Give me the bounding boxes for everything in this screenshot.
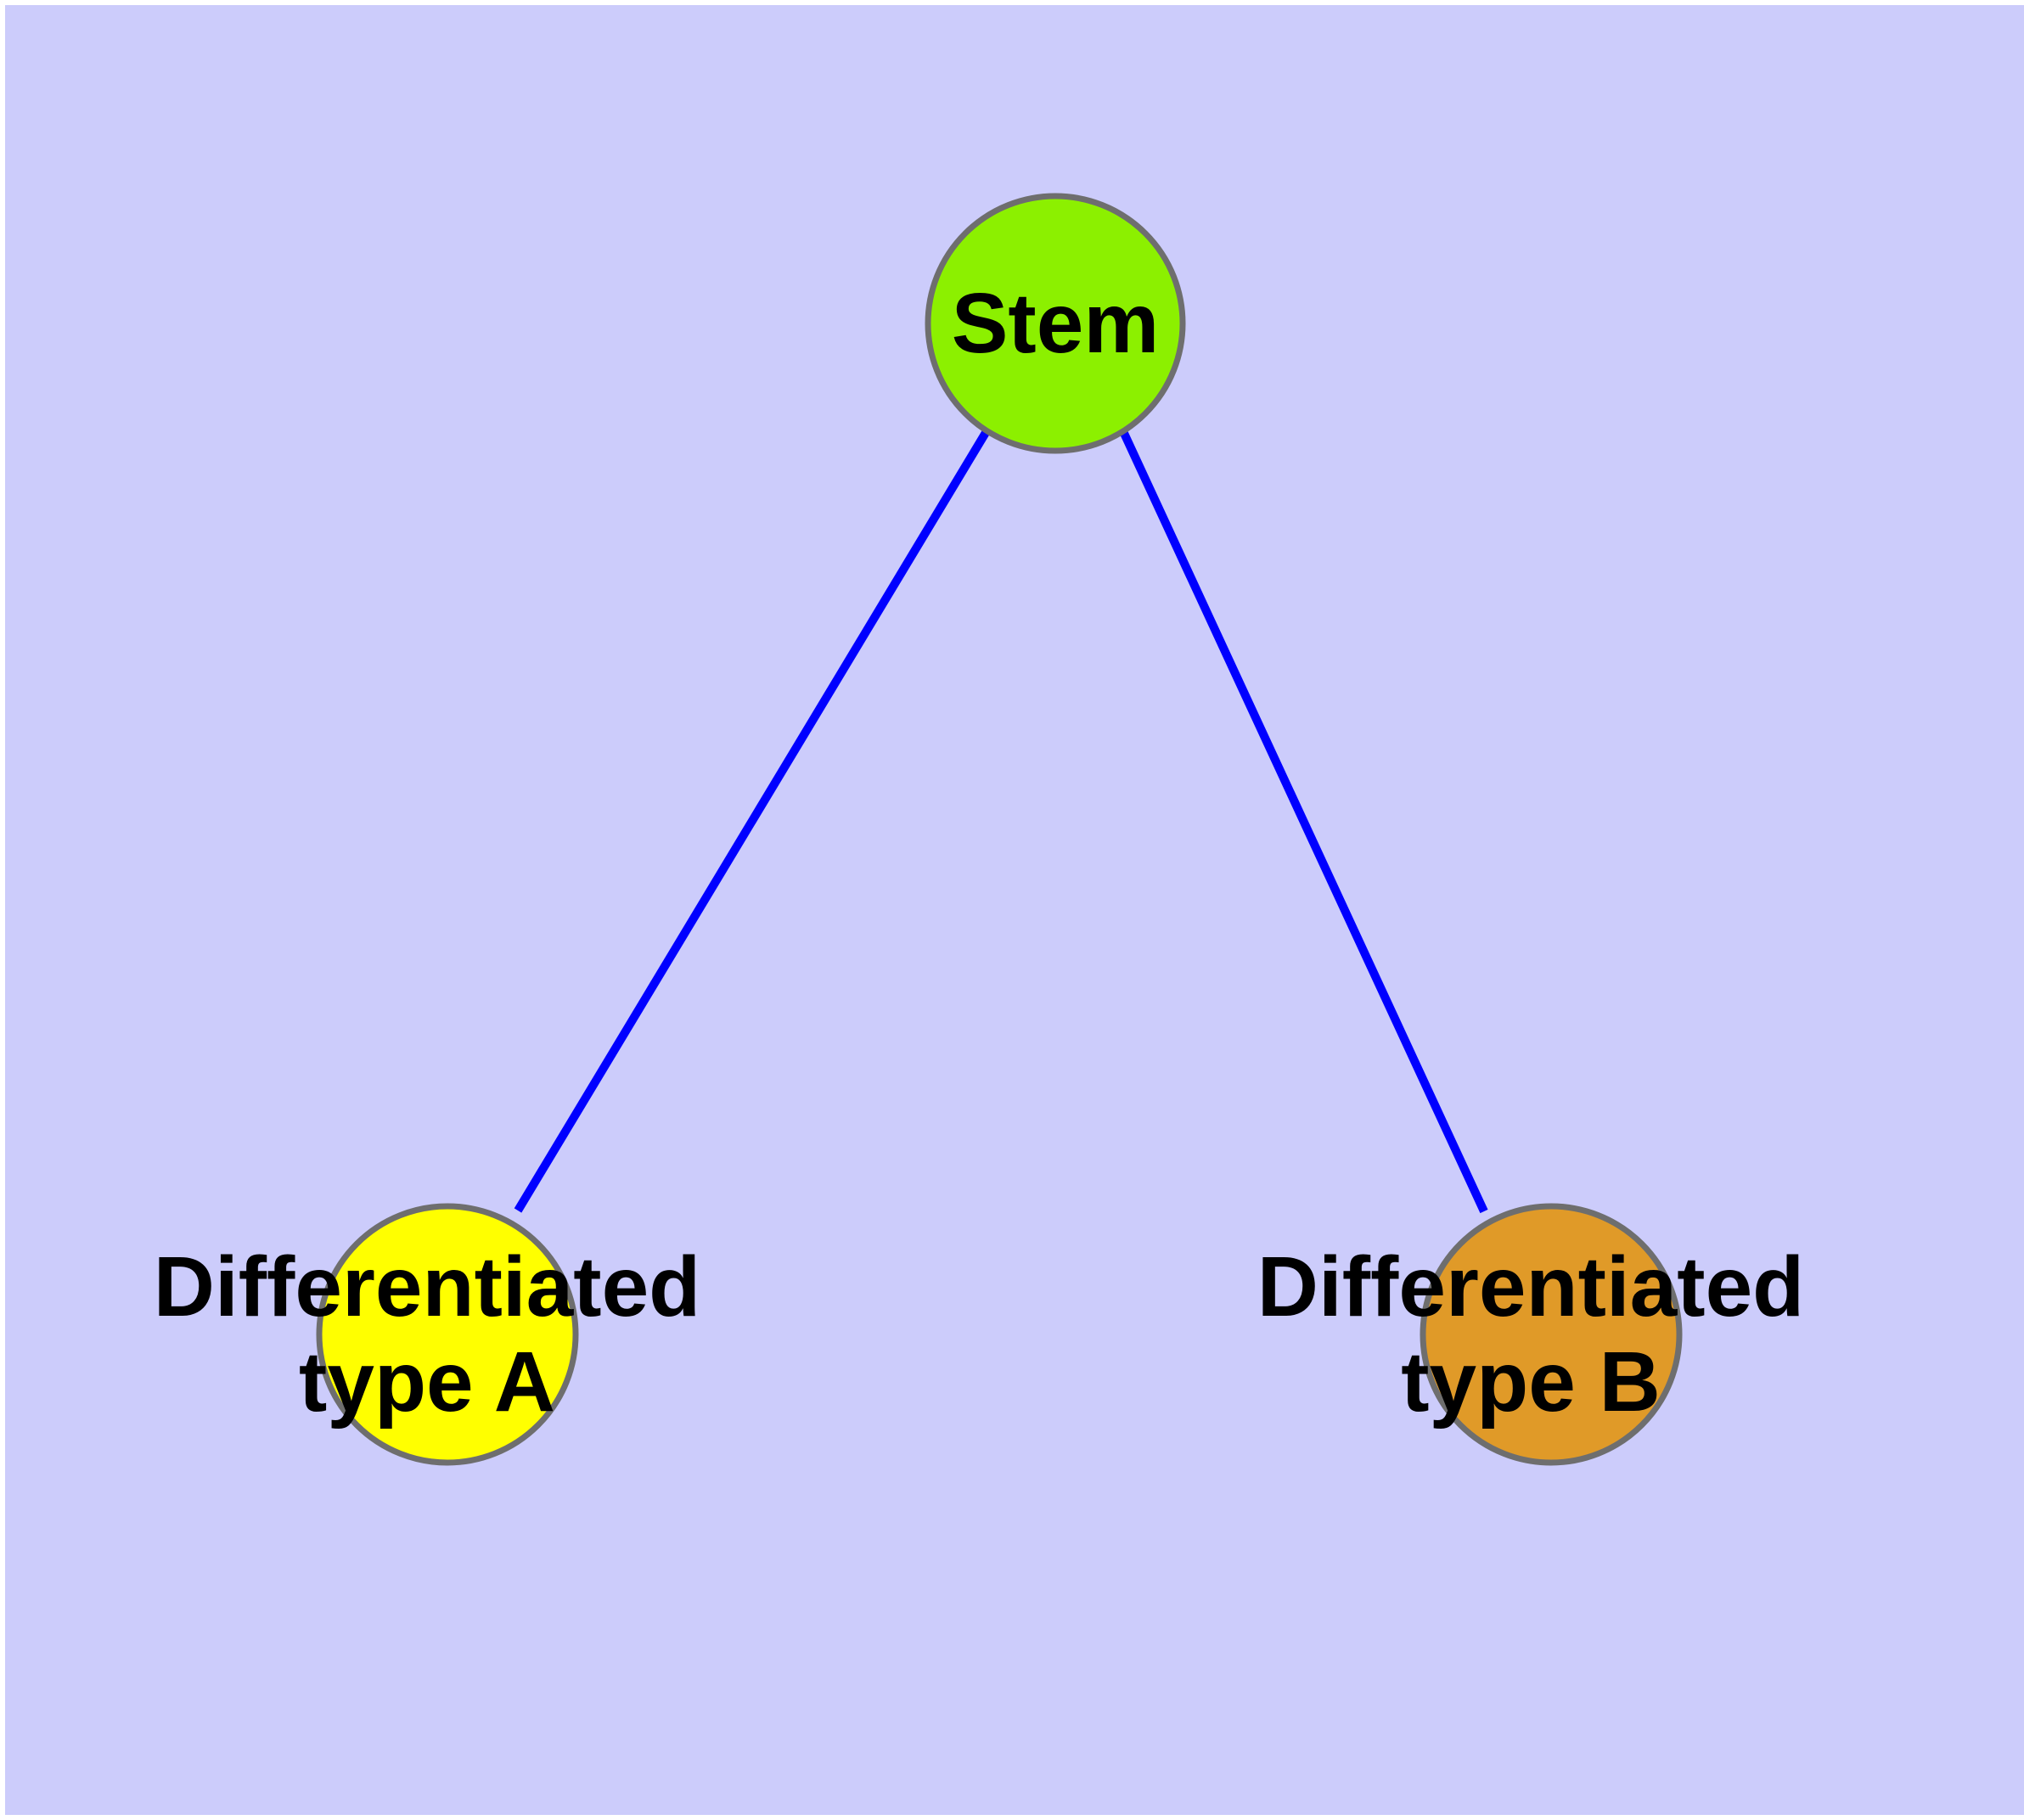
node-differentiated-type-b[interactable] — [1420, 1203, 1683, 1466]
node-label-stem: Stem — [952, 276, 1160, 371]
node-label-line: type B — [1401, 1334, 1661, 1430]
node-label-line: Differentiated — [1257, 1239, 1805, 1334]
node-label-line: Differentiated — [154, 1239, 701, 1334]
node-stem[interactable] — [925, 193, 1186, 454]
node-layer — [316, 193, 1683, 1466]
node-differentiated-type-a[interactable] — [316, 1203, 579, 1466]
node-label-line: type A — [299, 1334, 555, 1430]
edge-stem-to-differentiated-type-b[interactable] — [1118, 427, 1488, 1214]
edge-stem-to-differentiated-type-a[interactable] — [514, 429, 991, 1213]
edge-layer — [514, 427, 1488, 1214]
node-label-line: Stem — [952, 276, 1160, 371]
